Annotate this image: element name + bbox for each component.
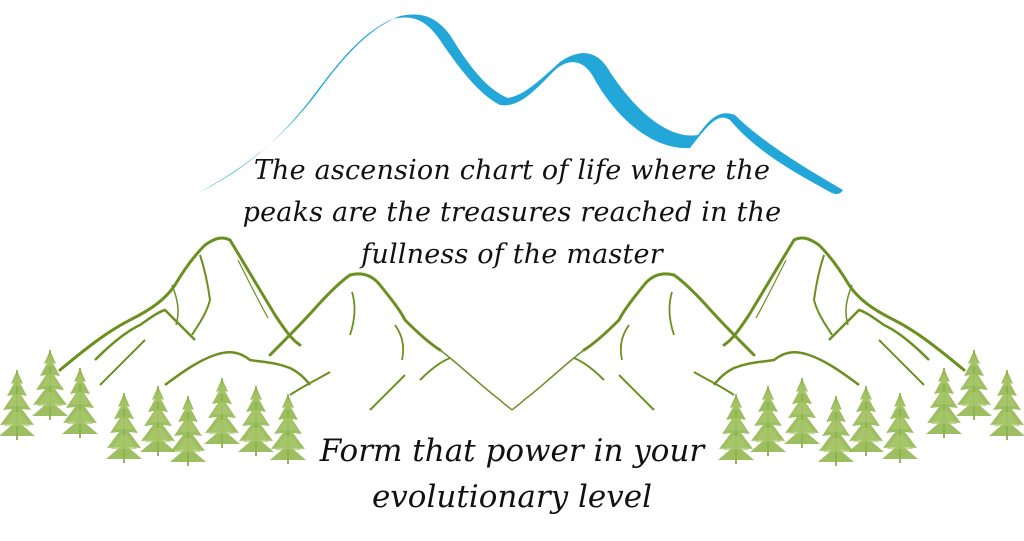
bottom-caption-line: Form that power in your: [319, 433, 705, 469]
bottom-caption-line: evolutionary level: [371, 479, 653, 515]
top-caption-line: peaks are the treasures reached in the: [242, 197, 782, 228]
top-caption-line: fullness of the master: [361, 239, 663, 270]
top-caption-line: The ascension chart of life where the: [253, 155, 771, 186]
bottom-caption: Form that power in your evolutionary lev…: [0, 428, 1024, 520]
top-caption: The ascension chart of life where the pe…: [0, 150, 1024, 276]
